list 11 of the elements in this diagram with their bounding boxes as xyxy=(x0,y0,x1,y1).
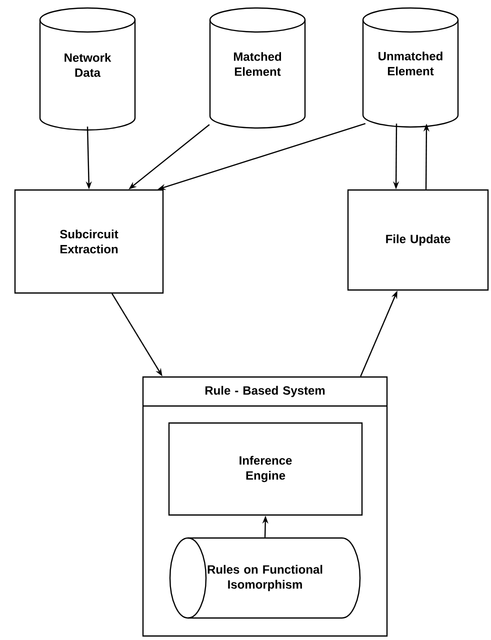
process-box: Inference Engine xyxy=(168,422,363,516)
process-box: File Update xyxy=(347,189,489,291)
database-cylinder: Matched Element xyxy=(209,7,306,129)
rule-store-cylinder: Rules on Functional Isomorphism xyxy=(169,537,361,619)
database-cylinder: Unmatched Element xyxy=(362,7,459,128)
database-cylinder: Network Data xyxy=(39,7,136,131)
node-label: Matched Element xyxy=(234,52,282,76)
node-label: Network Data xyxy=(64,53,112,77)
node-label: Rules on Functional Isomorphism xyxy=(208,564,322,592)
node-label: Unmatched Element xyxy=(378,52,442,76)
process-box: Subcircuit Extraction xyxy=(14,189,164,294)
